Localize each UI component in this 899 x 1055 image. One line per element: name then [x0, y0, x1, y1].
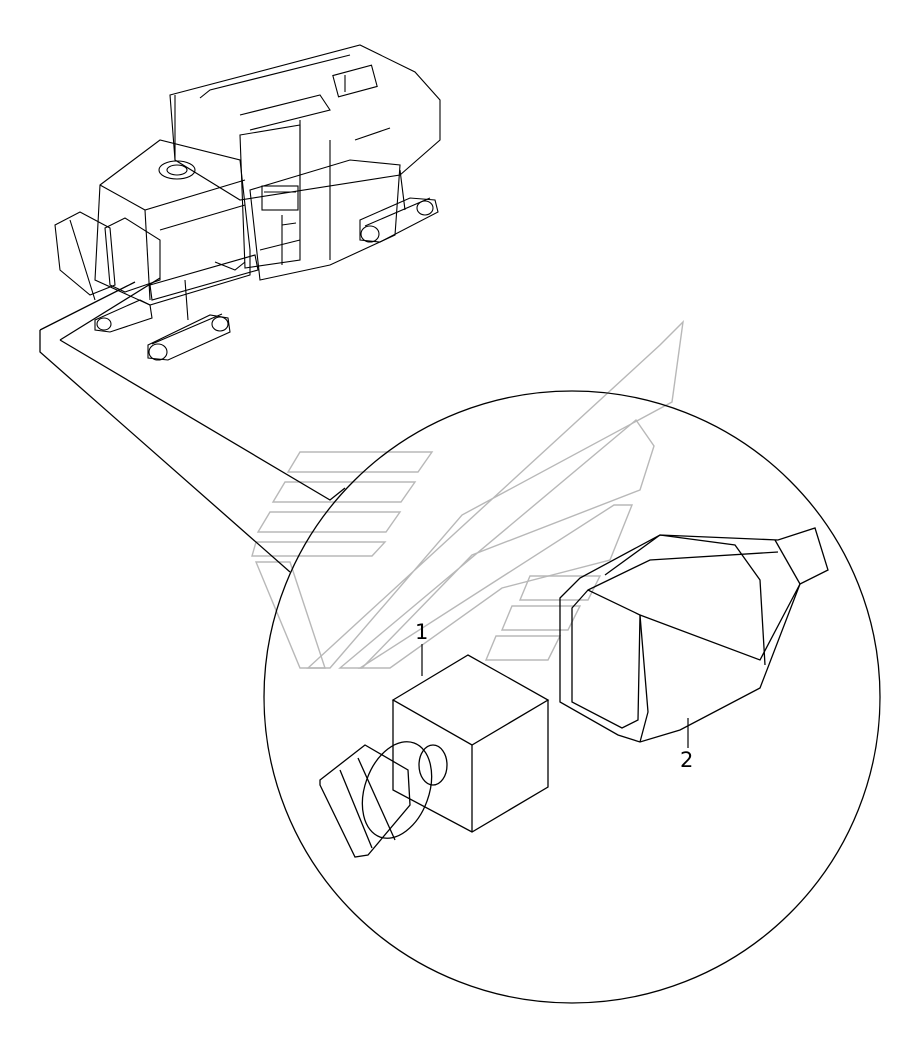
part-number-2-label: 2	[680, 748, 694, 772]
callout-leader	[39, 277, 346, 573]
part-1-switch	[319, 654, 550, 858]
part-number-1-label: 1	[415, 620, 429, 644]
detail-circle	[263, 390, 881, 1004]
part-2-boot	[559, 527, 829, 743]
cold-planer-machine	[54, 44, 441, 361]
watermark-logo	[251, 320, 684, 669]
